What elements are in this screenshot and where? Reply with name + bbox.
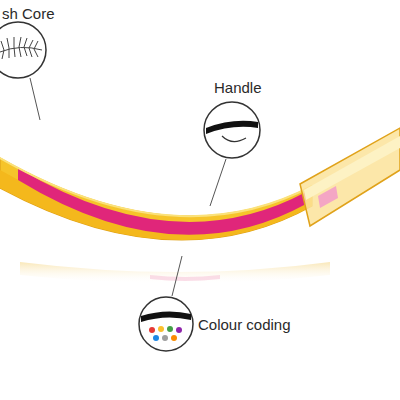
part-label: Colour coding	[198, 317, 291, 334]
leader-line	[30, 78, 40, 120]
colour-dots	[149, 326, 182, 341]
sleeve-highlight	[304, 136, 400, 200]
blade	[0, 158, 312, 240]
callout-circle	[0, 22, 46, 78]
leader-line	[172, 256, 182, 296]
part-label: Handle	[214, 80, 262, 97]
handle-detail	[222, 136, 246, 142]
leader-line	[210, 159, 226, 206]
handle-detail	[206, 121, 258, 134]
blade-edge	[0, 158, 312, 216]
handle-sleeve	[300, 128, 400, 226]
callout-circle	[139, 297, 193, 351]
brush-bristles	[0, 37, 42, 59]
reflection	[20, 262, 330, 284]
reflection-pink	[150, 275, 220, 281]
colour-band	[141, 311, 191, 322]
part-label: sh Core	[2, 6, 55, 23]
pink-tab	[318, 186, 338, 208]
callout-circle	[204, 102, 260, 158]
core-strip	[18, 168, 306, 235]
